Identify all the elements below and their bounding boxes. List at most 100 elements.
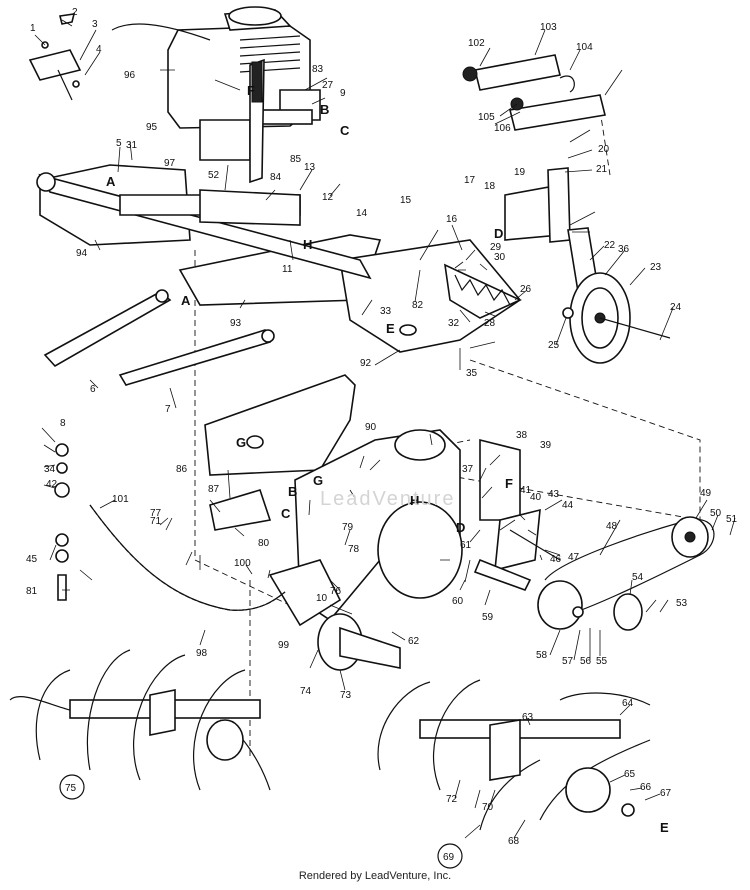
pn-93: 93 xyxy=(230,318,242,329)
pn-17: 17 xyxy=(464,175,476,186)
pn-78: 78 xyxy=(348,544,360,555)
pn-34: 34 xyxy=(44,464,56,475)
letter-c-2: C xyxy=(281,506,291,521)
tine-assembly-right xyxy=(377,679,651,831)
letter-c-1: C xyxy=(340,123,350,138)
pn-59: 59 xyxy=(482,612,494,623)
circled-callouts: 75 69 xyxy=(59,774,463,869)
letter-d-2: D xyxy=(456,520,465,535)
letter-e-2: E xyxy=(660,820,669,835)
pn-101: 101 xyxy=(112,494,129,505)
letter-a-2: A xyxy=(181,293,191,308)
pn-62: 62 xyxy=(408,636,420,647)
pn-58: 58 xyxy=(536,650,548,661)
pn-49: 49 xyxy=(700,488,712,499)
pn-84: 84 xyxy=(270,172,282,183)
pn-63: 63 xyxy=(522,712,534,723)
pn-55: 55 xyxy=(596,656,608,667)
exploded-view-drawing: A A B C F H H D D E E G G B C F 75 69 1 … xyxy=(9,6,738,869)
pn-94: 94 xyxy=(76,248,88,259)
pn-51: 51 xyxy=(726,514,738,525)
pn-85: 85 xyxy=(290,154,302,165)
pn-8: 8 xyxy=(60,418,66,429)
pn-43: 43 xyxy=(548,489,560,500)
pn-39: 39 xyxy=(540,440,552,451)
pn-18: 18 xyxy=(484,181,496,192)
pn-47: 47 xyxy=(568,552,580,563)
watermark-text: LeadVenture xyxy=(320,488,455,510)
belt-cover xyxy=(204,374,356,476)
footer-credit: Rendered by LeadVenture, Inc. xyxy=(298,870,452,882)
letter-g-2: G xyxy=(313,473,323,488)
pn-102: 102 xyxy=(468,38,485,49)
letter-f-1: F xyxy=(247,83,255,98)
letter-g-1: G xyxy=(236,435,246,450)
pn-77: 77 xyxy=(150,508,162,519)
pn-54: 54 xyxy=(632,572,644,583)
pn-52: 52 xyxy=(208,170,220,181)
callout-69: 69 xyxy=(443,852,455,863)
letter-e-1: E xyxy=(386,321,395,336)
transmission-assembly xyxy=(209,429,463,671)
drag-chain xyxy=(89,504,286,611)
pn-67: 67 xyxy=(660,788,672,799)
pn-76: 76 xyxy=(330,586,342,597)
pn-28: 28 xyxy=(484,318,496,329)
letter-h-2: H xyxy=(410,493,419,508)
callout-75: 75 xyxy=(65,783,77,794)
pn-38: 38 xyxy=(516,430,528,441)
pn-29: 29 xyxy=(490,242,502,253)
letter-a-1: A xyxy=(106,174,116,189)
pn-80: 80 xyxy=(258,538,270,549)
pn-30: 30 xyxy=(494,252,506,263)
pn-9: 9 xyxy=(340,88,346,99)
letter-h-1: H xyxy=(303,237,312,252)
pn-50: 50 xyxy=(710,508,722,519)
pn-5: 5 xyxy=(116,138,122,149)
pn-31: 31 xyxy=(126,140,138,151)
drive-belt-pulleys xyxy=(537,516,715,631)
pn-12: 12 xyxy=(322,192,334,203)
pn-22: 22 xyxy=(604,240,616,251)
pn-48: 48 xyxy=(606,521,618,532)
pn-14: 14 xyxy=(356,208,368,219)
tine-assembly-left xyxy=(9,649,271,791)
pn-11: 11 xyxy=(282,264,293,275)
pn-95: 95 xyxy=(146,122,158,133)
pn-1: 1 xyxy=(30,23,36,34)
pn-21: 21 xyxy=(596,164,608,175)
pn-104: 104 xyxy=(576,42,593,53)
pn-53: 53 xyxy=(676,598,688,609)
tine-shield-assembly xyxy=(36,164,522,353)
pn-98: 98 xyxy=(196,648,208,659)
pn-3: 3 xyxy=(92,19,98,30)
pn-73: 73 xyxy=(340,690,352,701)
engine-assembly xyxy=(111,6,321,184)
pn-41: 41 xyxy=(520,485,532,496)
pn-79: 79 xyxy=(342,522,354,533)
pn-10: 10 xyxy=(316,593,328,604)
letter-f-2: F xyxy=(505,476,513,491)
pn-16: 16 xyxy=(446,214,458,225)
pn-106: 106 xyxy=(494,123,511,134)
pn-60: 60 xyxy=(452,596,464,607)
pn-68: 68 xyxy=(508,836,520,847)
pn-71: 71 xyxy=(150,516,162,527)
pn-103: 103 xyxy=(540,22,557,33)
pn-4: 4 xyxy=(96,44,102,55)
pn-32: 32 xyxy=(448,318,460,329)
letter-b-2: B xyxy=(288,484,297,499)
pn-37: 37 xyxy=(462,464,474,475)
part-number-labels: 1 2 3 4 5 6 7 8 9 10 11 12 13 14 15 16 1… xyxy=(26,7,738,847)
pn-81: 81 xyxy=(26,586,38,597)
pn-2: 2 xyxy=(72,7,78,18)
pn-33: 33 xyxy=(380,306,392,317)
pn-96: 96 xyxy=(124,70,136,81)
pn-36: 36 xyxy=(618,244,630,255)
pn-7: 7 xyxy=(165,404,171,415)
letter-d-1: D xyxy=(494,226,503,241)
pn-70: 70 xyxy=(482,802,494,813)
pn-99: 99 xyxy=(278,640,290,651)
reference-letter-labels: A A B C F H H D D E E G G B C F xyxy=(106,83,669,835)
